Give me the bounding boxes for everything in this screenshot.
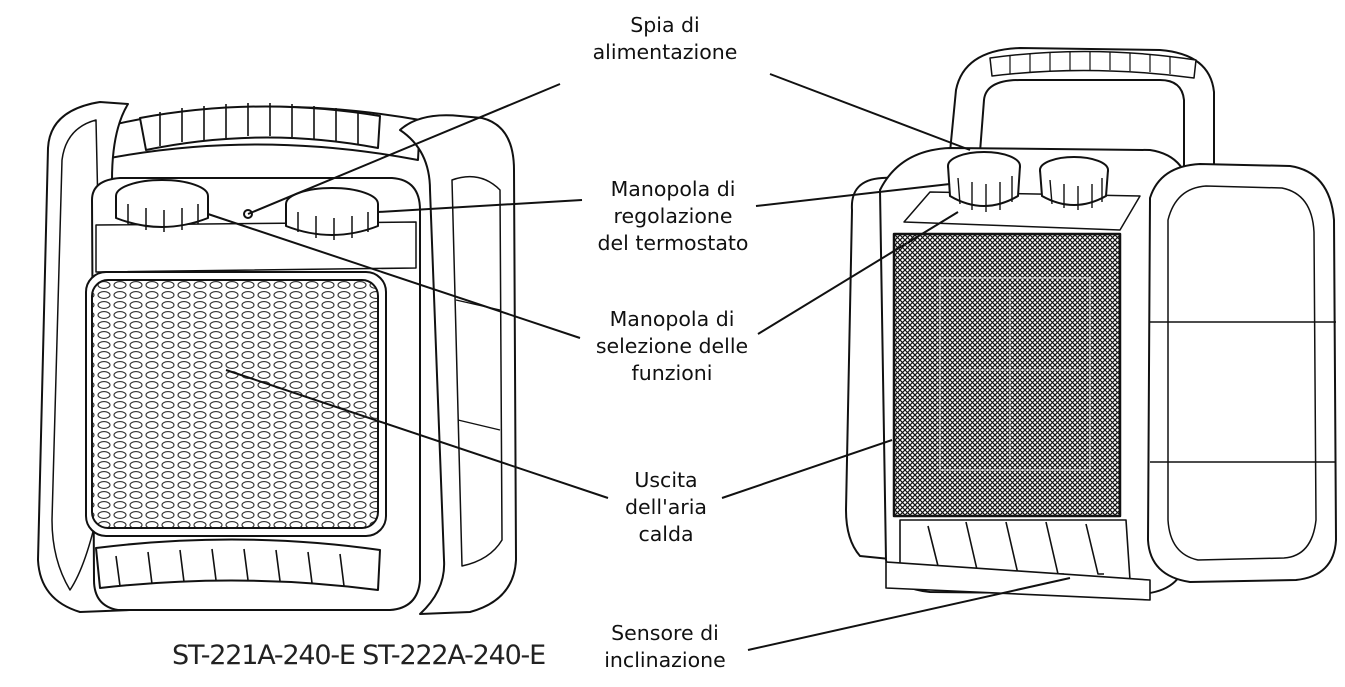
right-handle	[949, 47, 1215, 169]
label-power-light: Spia di alimentazione	[555, 12, 775, 66]
label-power-light-line2: alimentazione	[592, 40, 738, 64]
leader-function-left	[207, 213, 581, 339]
right-thermostat-knob	[1039, 156, 1109, 210]
leader-thermostat-right	[755, 183, 951, 207]
leader-lines	[207, 73, 1071, 651]
label-function-line3: funzioni	[631, 361, 713, 385]
label-hot-air-line1: Uscita	[634, 468, 698, 492]
left-thermostat-knob	[285, 187, 379, 240]
right-heater-drawing	[845, 47, 1337, 601]
leader-thermostat-left	[377, 199, 583, 213]
leader-tilt-sensor	[747, 577, 1071, 651]
leader-function-right	[757, 211, 959, 335]
label-hot-air-line3: calda	[638, 522, 694, 546]
label-thermostat-line2: regolazione	[613, 204, 733, 228]
label-thermostat-line1: Manopola di	[610, 177, 736, 201]
label-tilt-sensor-line1: Sensore di	[611, 621, 719, 645]
label-function-line2: selezione delle	[595, 334, 749, 358]
right-grille	[892, 232, 1122, 518]
label-tilt-sensor: Sensore di inclinazione	[555, 620, 775, 674]
leader-power-light-right	[769, 73, 971, 151]
left-handle-grip	[139, 105, 381, 151]
label-hot-air-outlet: Uscita dell'aria calda	[556, 467, 776, 548]
left-function-knob	[115, 179, 209, 232]
label-thermostat-line3: del termostato	[597, 231, 749, 255]
label-thermostat-knob: Manopola di regolazione del termostato	[563, 176, 783, 257]
leader-power-light-left	[247, 83, 561, 215]
label-function-line1: Manopola di	[609, 307, 735, 331]
model-numbers: ST-221A-240-E ST-222A-240-E	[172, 640, 546, 671]
label-power-light-line1: Spia di	[630, 13, 700, 37]
label-tilt-sensor-line2: inclinazione	[604, 648, 726, 672]
label-function-knob: Manopola di selezione delle funzioni	[562, 306, 782, 387]
right-function-knob	[947, 151, 1021, 212]
left-heater-drawing	[37, 101, 517, 615]
leader-hot-air-left	[225, 369, 609, 499]
left-grille	[91, 279, 379, 529]
leader-hot-air-right	[721, 439, 893, 499]
label-hot-air-line2: dell'aria	[625, 495, 707, 519]
